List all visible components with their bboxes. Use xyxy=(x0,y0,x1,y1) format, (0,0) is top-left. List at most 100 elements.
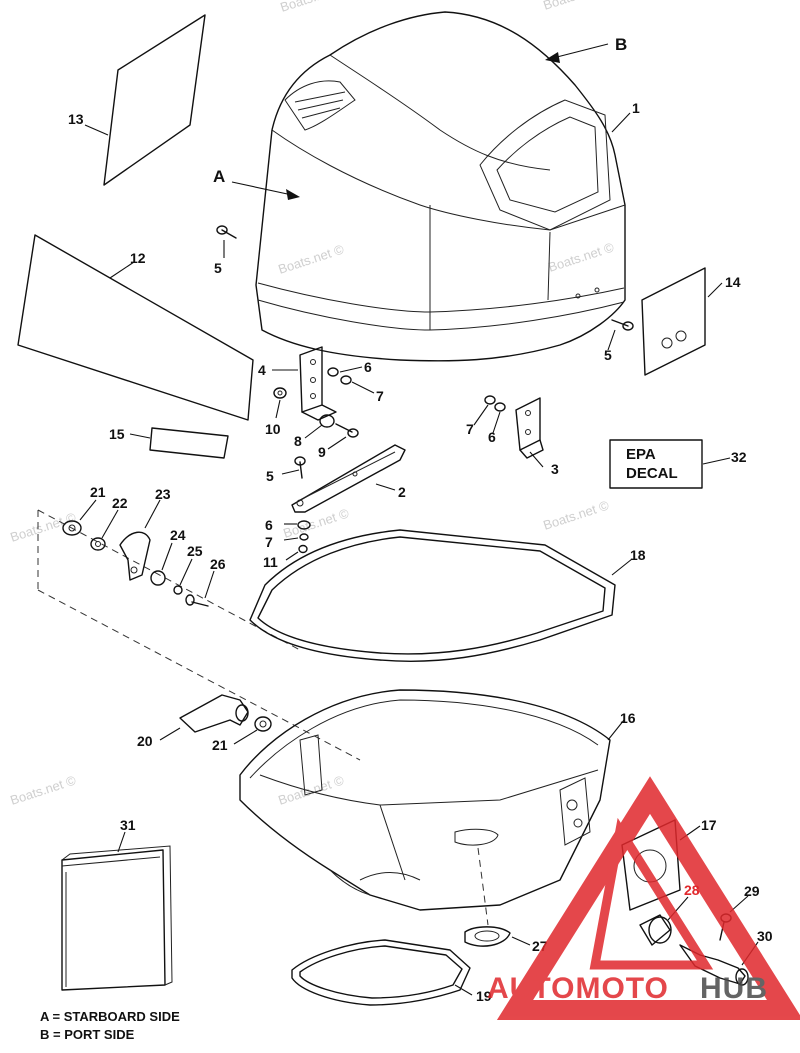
part-23-cam xyxy=(119,531,151,581)
label-9: 9 xyxy=(318,444,326,460)
leader-lines xyxy=(79,112,759,996)
fastener-7-upper xyxy=(340,375,352,385)
automotohub-logo: AUTOMOTO HUB xyxy=(487,776,800,1020)
label-25: 25 xyxy=(187,543,203,559)
label-15: 15 xyxy=(109,426,125,442)
part-27-grommet xyxy=(464,926,511,947)
part-15-strip xyxy=(149,427,229,459)
watermark-text: Boats.net © xyxy=(541,497,611,532)
watermark-text: Boats.net © xyxy=(541,0,611,13)
label-16: 16 xyxy=(620,710,636,726)
logo-text-hub: HUB xyxy=(700,972,768,1005)
part-number-labels: 1 2 3 4 5 5 5 6 6 6 7 7 7 8 9 10 11 12 1… xyxy=(68,100,773,1004)
watermark-text: Boats.net © xyxy=(278,0,348,15)
part-1-top-cowl xyxy=(255,11,626,362)
label-5a: 5 xyxy=(214,260,222,276)
label-10: 10 xyxy=(265,421,281,437)
label-22: 22 xyxy=(112,495,128,511)
fastener-8 xyxy=(319,414,335,428)
label-14: 14 xyxy=(725,274,741,290)
fastener-5-right xyxy=(611,319,634,331)
label-21a: 21 xyxy=(90,484,106,500)
label-13: 13 xyxy=(68,111,84,127)
label-23: 23 xyxy=(155,486,171,502)
label-7b: 7 xyxy=(466,421,474,437)
fastener-7-right xyxy=(484,395,496,405)
part-21-grommet-upper xyxy=(62,520,82,536)
watermarks: Boats.net © Boats.net © Boats.net © Boat… xyxy=(8,0,616,808)
label-19: 19 xyxy=(476,988,492,1004)
label-5c: 5 xyxy=(266,468,274,484)
part-13-decal xyxy=(103,14,206,186)
watermark-text: Boats.net © xyxy=(276,241,346,276)
part-25-washer xyxy=(173,585,183,595)
part-3-bracket xyxy=(515,397,544,459)
view-marker-b: B xyxy=(615,35,627,54)
legend-port: B = PORT SIDE xyxy=(40,1027,135,1042)
label-29: 29 xyxy=(744,883,760,899)
part-20-latch-hook xyxy=(179,694,249,733)
part-24-washer xyxy=(150,570,166,586)
part-4-bracket xyxy=(299,346,337,421)
label-26: 26 xyxy=(210,556,226,572)
view-arrow-a: A xyxy=(213,167,300,200)
part-22-washer xyxy=(90,537,106,551)
label-6c: 6 xyxy=(265,517,273,533)
label-3: 3 xyxy=(551,461,559,477)
watermark-text: Boats.net © xyxy=(546,239,616,274)
watermark-text: Boats.net © xyxy=(8,772,78,807)
part-14-decal xyxy=(641,267,706,376)
part-21-grommet-lower xyxy=(254,716,272,732)
part-26-bolt xyxy=(185,594,209,607)
label-18: 18 xyxy=(630,547,646,563)
part-16-bottom-cowl xyxy=(239,689,611,926)
part-19-gasket xyxy=(291,939,471,1006)
logo-text-automoto: AUTOMOTO xyxy=(487,972,669,1005)
label-30: 30 xyxy=(757,928,773,944)
watermark-text: Boats.net © xyxy=(8,509,78,544)
fastener-5-upper xyxy=(216,225,237,239)
part-12-decal xyxy=(17,234,254,421)
legend: A = STARBOARD SIDE B = PORT SIDE xyxy=(40,1009,180,1042)
fastener-6-lower xyxy=(297,520,311,530)
decal-line-1: EPA xyxy=(626,446,656,463)
watermark-text: Boats.net © xyxy=(276,772,346,807)
label-7c: 7 xyxy=(265,534,273,550)
label-1: 1 xyxy=(632,100,640,116)
fastener-11 xyxy=(298,544,308,554)
label-17: 17 xyxy=(701,817,717,833)
part-31-manual xyxy=(61,845,173,991)
part-30-fitting xyxy=(679,944,749,986)
part-2-latch-plate xyxy=(291,444,406,513)
label-21b: 21 xyxy=(212,737,228,753)
label-2: 2 xyxy=(398,484,406,500)
label-11: 11 xyxy=(263,554,278,570)
label-5b: 5 xyxy=(604,347,612,363)
label-32: 32 xyxy=(731,449,747,465)
fastener-9-bolt xyxy=(335,423,359,438)
label-7a: 7 xyxy=(376,388,384,404)
decal-line-2: DECAL xyxy=(626,465,678,482)
label-31: 31 xyxy=(120,817,136,833)
watermark-text: Boats.net © xyxy=(281,505,351,540)
view-arrow-b: B xyxy=(545,35,627,63)
view-marker-a: A xyxy=(213,167,225,186)
label-8: 8 xyxy=(294,433,302,449)
fastener-7-lower xyxy=(299,533,309,541)
part-18-seal xyxy=(249,529,616,662)
label-6b: 6 xyxy=(488,429,496,445)
label-24: 24 xyxy=(170,527,186,543)
label-6a: 6 xyxy=(364,359,372,375)
legend-starboard: A = STARBOARD SIDE xyxy=(40,1009,180,1024)
part-32-epa-decal: EPA DECAL xyxy=(609,439,703,489)
label-20: 20 xyxy=(137,733,153,749)
label-12: 12 xyxy=(130,250,146,266)
part-28-grommet xyxy=(639,914,672,946)
fastener-10 xyxy=(273,387,287,399)
fastener-6-right xyxy=(494,402,506,412)
label-4: 4 xyxy=(258,362,266,378)
fastener-6-upper xyxy=(327,367,339,377)
fastener-5-lower xyxy=(294,456,306,479)
